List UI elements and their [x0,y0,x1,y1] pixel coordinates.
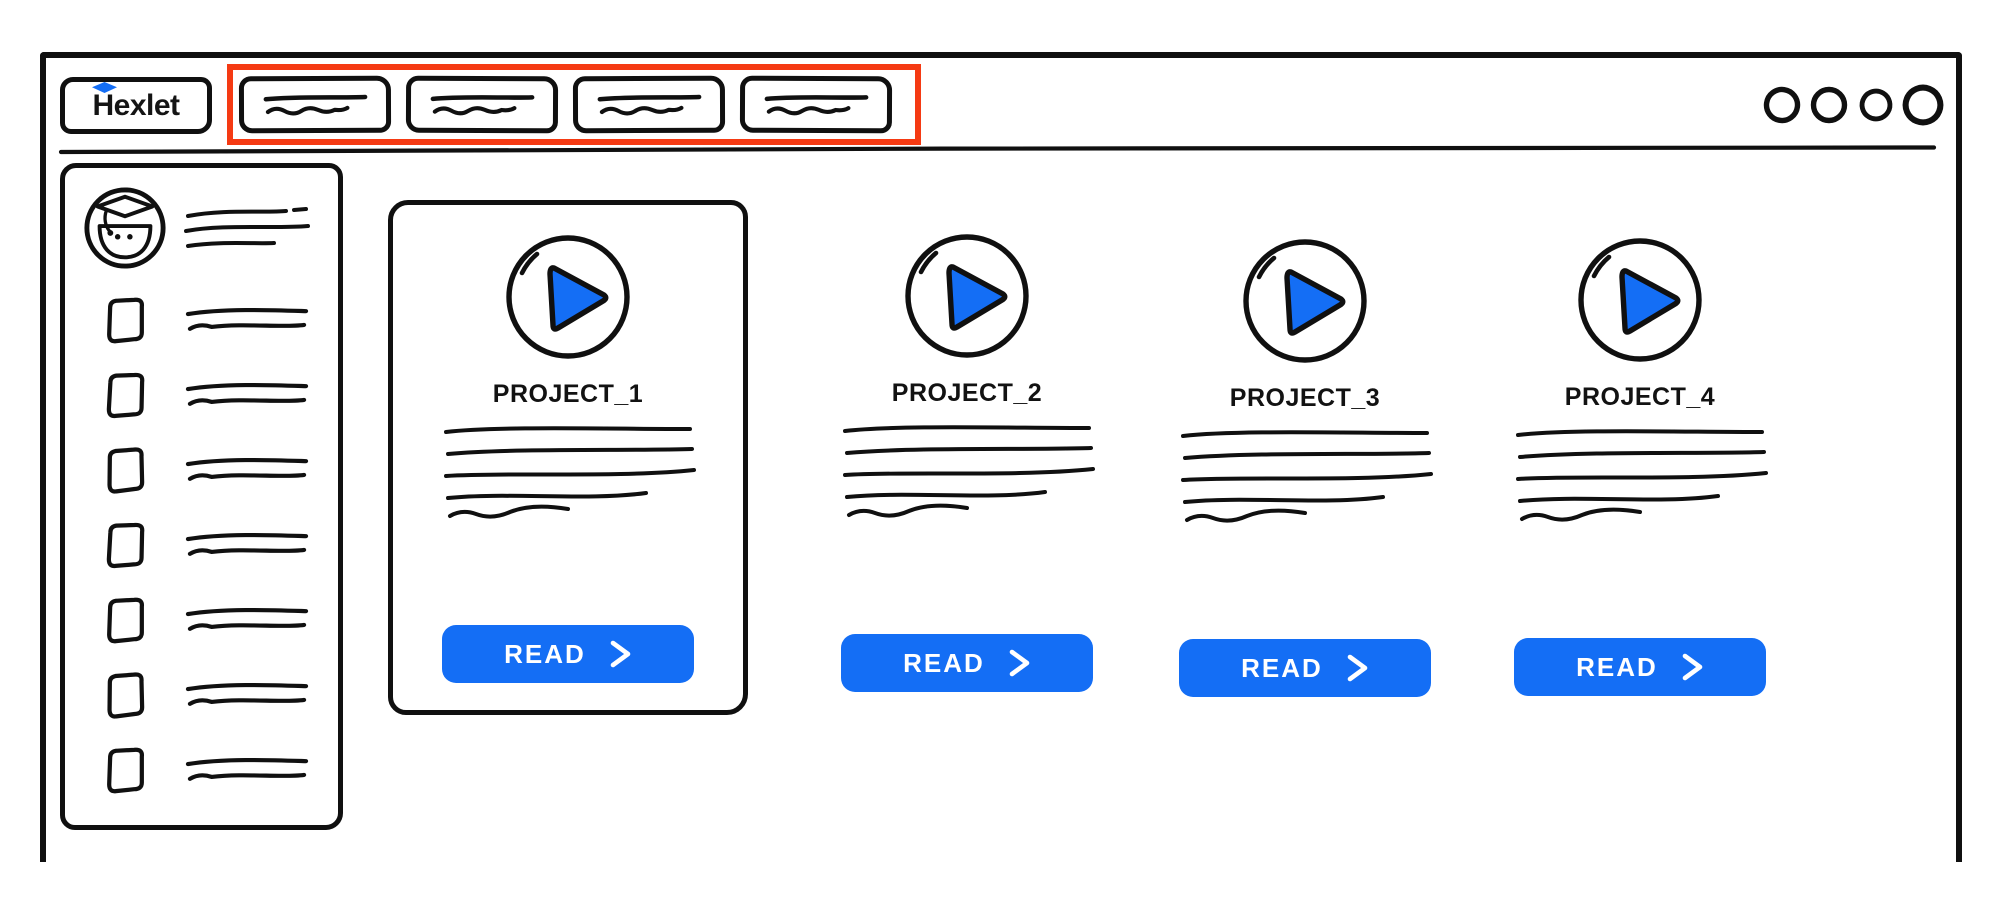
window-control-dot[interactable] [1760,82,1803,129]
placeholder-description-lines [1516,429,1768,522]
project-title: PROJECT_2 [891,379,1043,407]
sidebar-item[interactable] [103,521,324,569]
window-control-buttons [1760,82,1944,129]
placeholder-text-lines [263,94,368,115]
play-icon[interactable] [1574,234,1706,366]
header-divider [58,145,1937,155]
placeholder-description-lines [444,426,696,519]
placeholder-text-lines [764,94,869,115]
sidebar-item[interactable] [103,746,324,794]
sidebar-item[interactable] [103,596,324,644]
nav-item[interactable] [739,75,893,134]
placeholder-text-lines [597,94,702,115]
checkbox-icon [107,597,145,644]
read-button-label: READ [903,647,985,678]
window-control-dot[interactable] [1810,84,1848,126]
checkbox-icon [106,372,145,419]
read-button[interactable]: READ [442,625,694,683]
sidebar-item[interactable] [103,446,324,494]
placeholder-text-lines [430,94,535,115]
project-title: PROJECT_1 [492,380,644,408]
sidebar-profile[interactable] [82,185,324,271]
placeholder-text-lines [185,307,309,331]
placeholder-text-lines [185,532,309,556]
student-graduate-avatar-icon [84,187,166,269]
checkbox-icon [107,747,145,794]
nav-highlight-annotation [227,64,921,145]
placeholder-text-lines [185,607,309,631]
checkbox-icon [107,447,145,494]
placeholder-text-lines [185,457,309,481]
window-control-dot[interactable] [1894,75,1951,135]
nav-item[interactable] [572,75,726,134]
chevron-right-icon [1347,654,1368,682]
placeholder-description-lines [843,425,1095,518]
sidebar [60,163,343,830]
play-icon[interactable] [1239,235,1371,367]
project-title: PROJECT_3 [1229,384,1381,412]
project-card[interactable]: PROJECT_2 READ [787,204,1147,719]
project-card[interactable]: PROJECT_1 READ [388,200,748,715]
browser-window-frame: Hexlet [40,52,1962,862]
play-icon[interactable] [901,230,1033,362]
read-button[interactable]: READ [1179,639,1431,697]
read-button[interactable]: READ [1514,638,1766,696]
placeholder-description-lines [1181,430,1433,523]
project-card[interactable]: PROJECT_3 READ [1125,209,1485,724]
placeholder-text-lines [185,757,309,781]
play-icon[interactable] [502,231,634,363]
sidebar-item[interactable] [103,296,324,344]
checkbox-icon [107,297,145,344]
chevron-right-icon [1009,649,1030,677]
graduation-cap-diamond-icon [92,81,118,93]
checkbox-icon [107,672,145,719]
placeholder-text-lines [185,682,309,706]
placeholder-text-lines [185,382,309,406]
nav-item[interactable] [405,75,559,134]
window-control-dot[interactable] [1855,83,1897,128]
sidebar-menu [103,296,324,794]
sidebar-item[interactable] [103,671,324,719]
chevron-right-icon [610,640,631,668]
read-button[interactable]: READ [841,634,1093,692]
chevron-right-icon [1682,653,1703,681]
sidebar-item[interactable] [103,371,324,419]
nav-item[interactable] [238,75,392,134]
project-title: PROJECT_4 [1564,383,1716,411]
placeholder-text-lines [184,207,310,248]
project-card[interactable]: PROJECT_4 READ [1460,208,1820,723]
read-button-label: READ [504,638,586,669]
logo[interactable]: Hexlet [60,77,212,134]
read-button-label: READ [1241,652,1323,683]
checkbox-icon [106,522,145,569]
read-button-label: READ [1576,651,1658,682]
logo-text: Hexlet [92,88,180,122]
